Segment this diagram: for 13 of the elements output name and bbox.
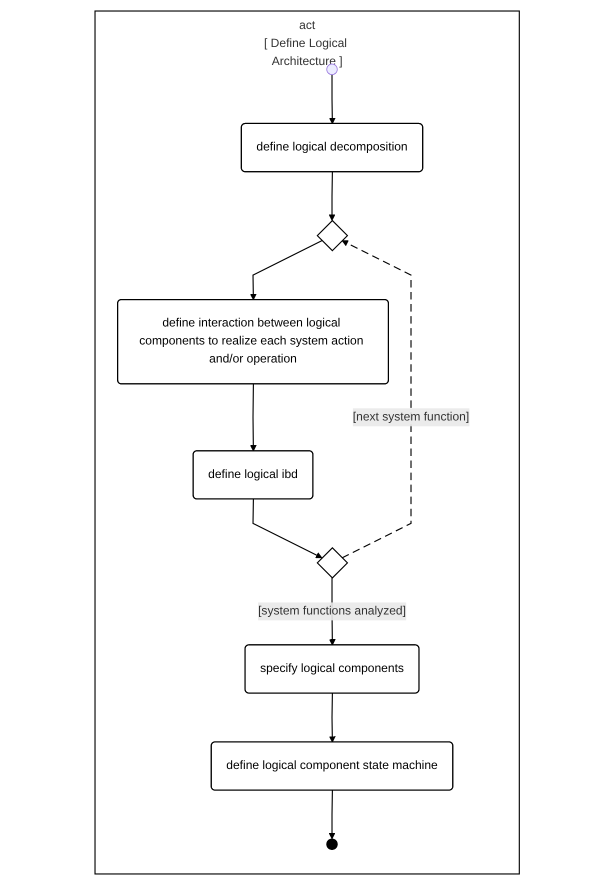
arrow <box>329 790 336 840</box>
arrow <box>342 240 412 558</box>
arrow <box>329 693 336 743</box>
node-circle <box>326 64 338 75</box>
node-diamond <box>316 220 349 252</box>
node-diamond <box>316 547 349 579</box>
arrow <box>329 172 336 221</box>
edge-label: [next system function] <box>353 410 470 424</box>
arrow <box>252 499 323 558</box>
arrow <box>250 384 257 452</box>
arrow <box>250 240 323 300</box>
edge-label: [system functions analyzed] <box>258 604 406 618</box>
arrow <box>329 74 336 124</box>
